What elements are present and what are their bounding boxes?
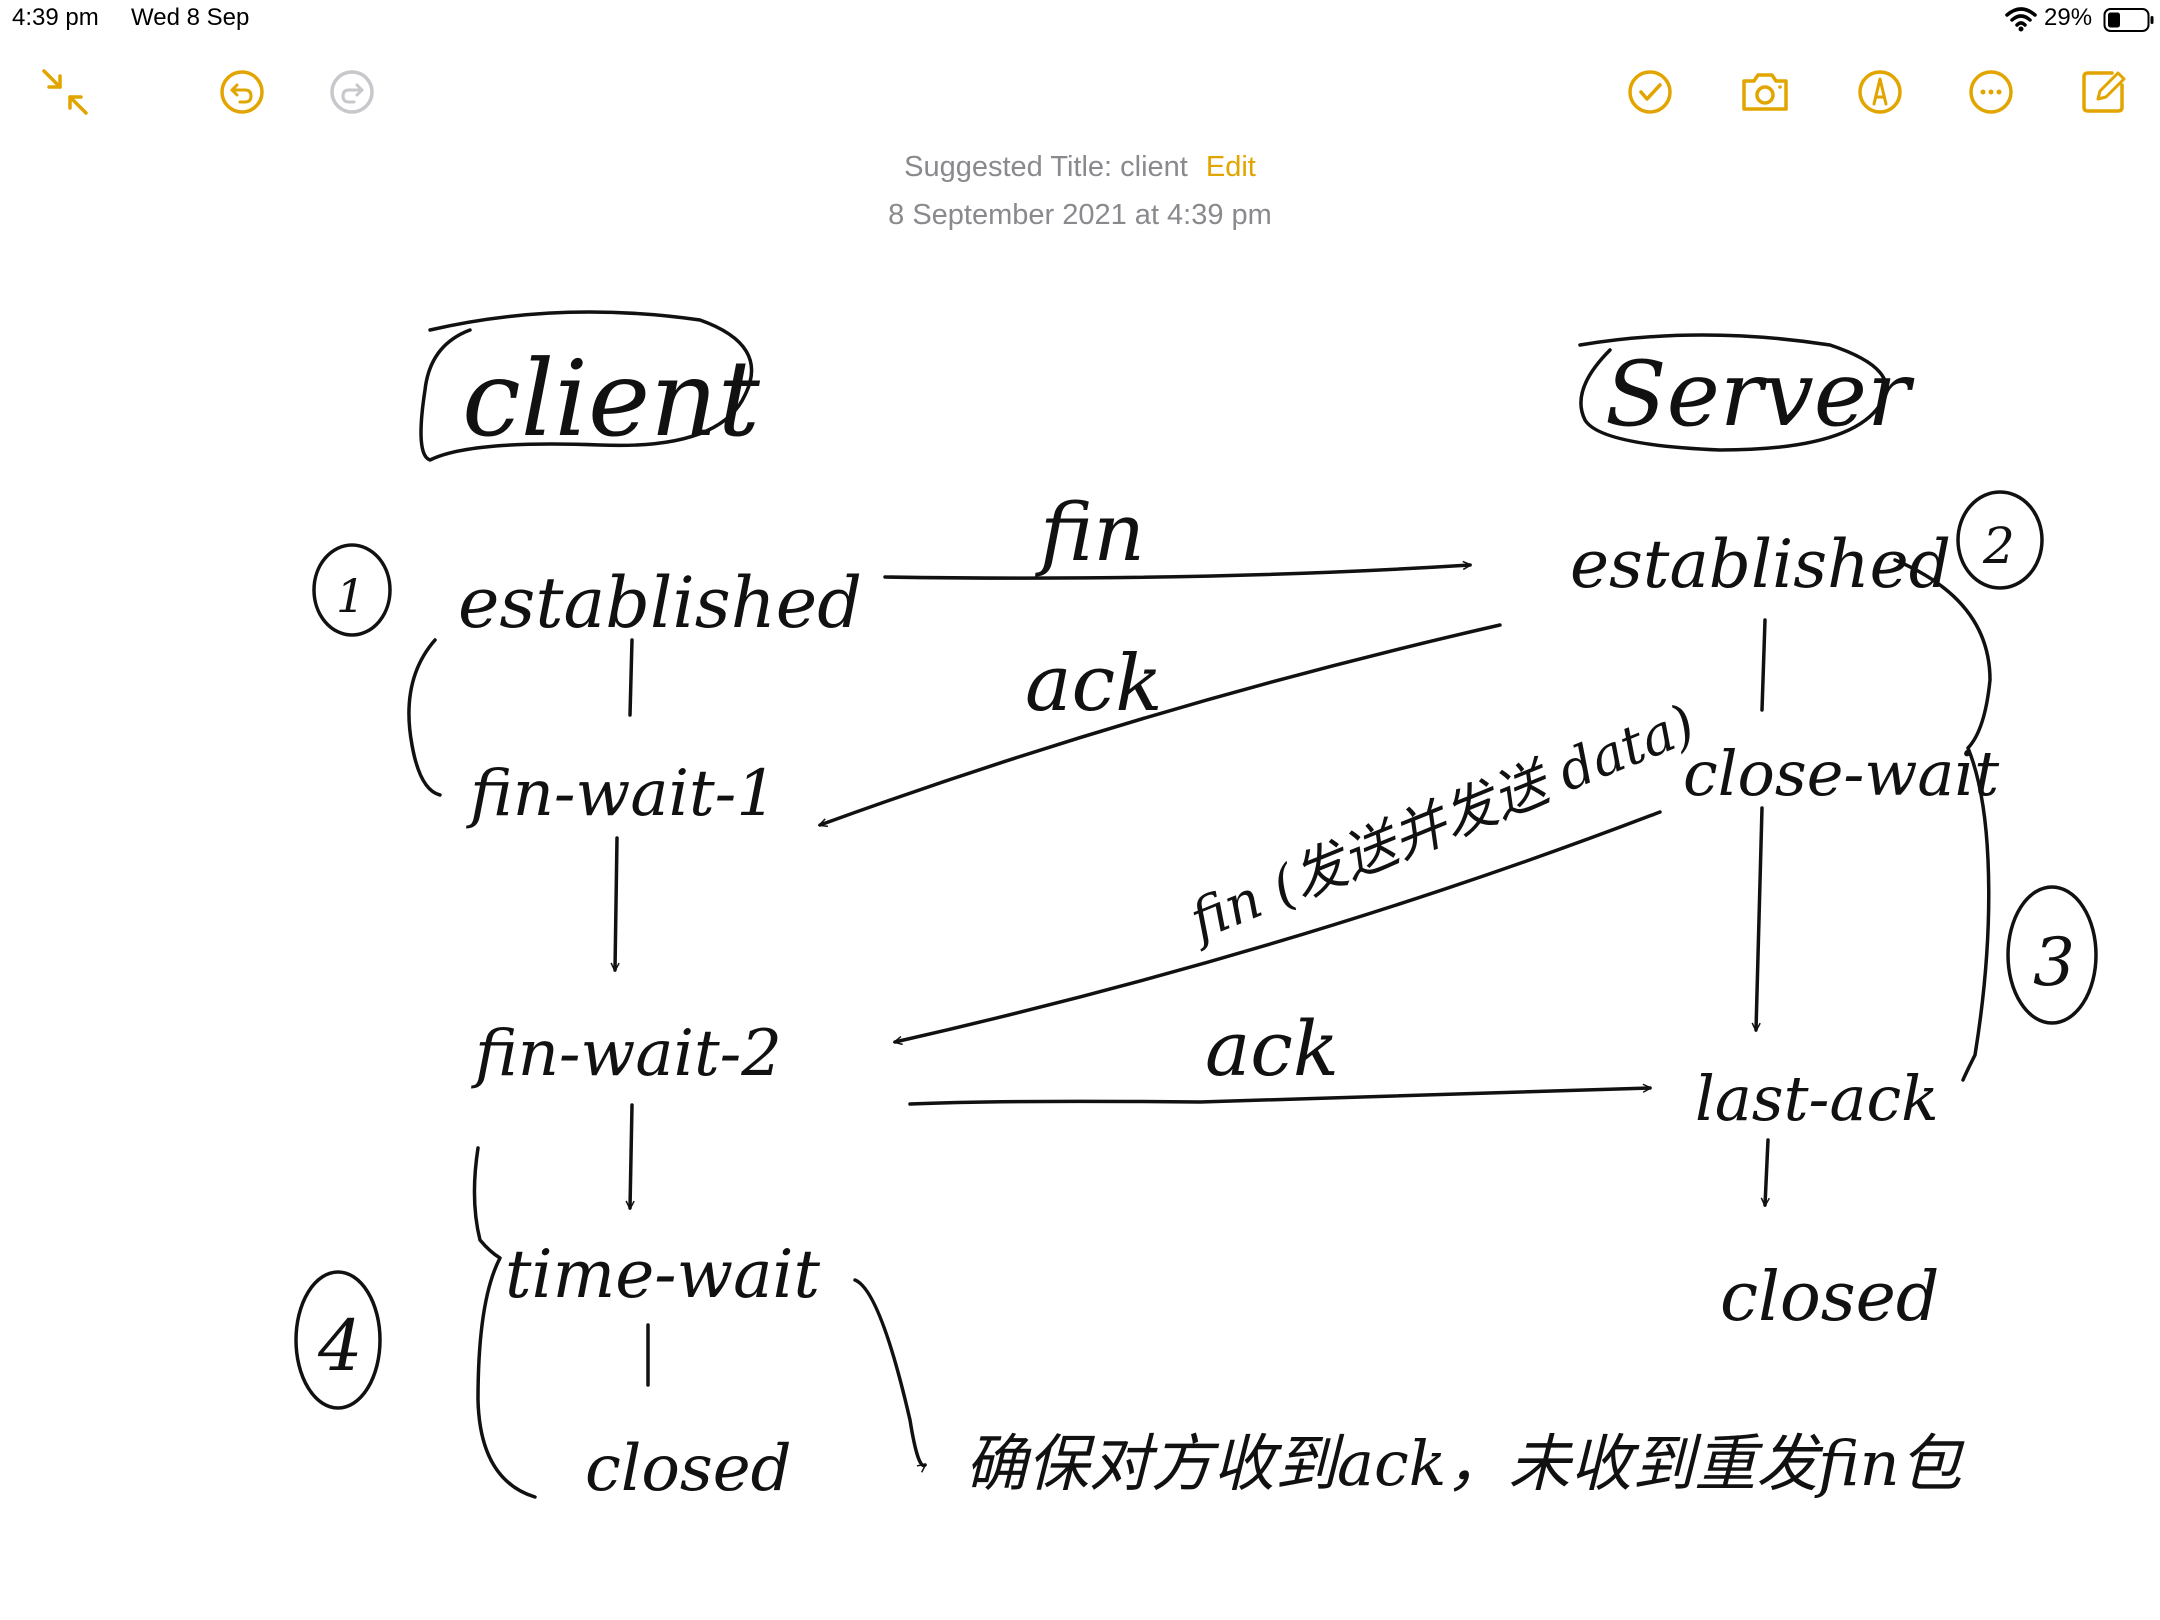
client-fin-wait-2: fin-wait-2 [471,1017,782,1091]
checklist-button[interactable] [1615,57,1685,127]
fin-2-label: fin (发送并发送 data) [1178,692,1704,953]
client-bracket-4 [472,1146,537,1499]
fin-1-arrow [883,565,1470,580]
suggested-title: Suggested Title: client Edit [0,151,2160,184]
step-4-circle [294,1270,382,1410]
client-closed: closed [585,1432,792,1506]
compose-button[interactable] [2068,57,2138,127]
status-time: 4:39 pm [12,4,99,31]
ack-2-label: ack [1205,1004,1339,1093]
server-label: Server [1605,342,1915,447]
step-1-circle [312,543,392,637]
battery-icon [2103,8,2154,32]
server-last-ack: last-ack [1695,1062,1939,1135]
camera-button[interactable] [1730,57,1800,127]
battery-percent: 29% [2044,4,2093,31]
wifi-icon [2005,7,2037,32]
client-line-1 [628,638,634,717]
fin-2-arrow [895,810,1662,1042]
undo-icon [220,70,264,114]
fin-1-label: fin [1035,486,1145,579]
client-arrow-2 [630,1103,632,1208]
ack-1-arrow [820,623,1502,825]
server-circle [1578,333,1888,452]
client-label: client [462,338,761,460]
server-arrow-2 [1765,1138,1768,1205]
markup-button[interactable] [1845,57,1915,127]
client-time-wait: time-wait [505,1236,821,1313]
status-date: Wed 8 Sep [131,4,250,31]
server-line-1 [1760,618,1767,712]
step-3-number: 3 [2033,924,2075,1001]
time-wait-note: 确保对方收到ack，未收到重发fin包 [965,1427,1966,1500]
step-4-number: 4 [317,1305,363,1387]
step-1-number: 1 [336,569,365,623]
note-arrow [853,1278,925,1465]
ack-1-label: ack [1025,639,1162,729]
client-fin-wait-1: fin-wait-1 [466,757,777,831]
client-established: established [458,562,862,644]
server-arrow-1 [1756,806,1764,1030]
server-bracket-2 [1893,558,1992,1082]
compose-icon [2082,71,2126,113]
collapse-button[interactable] [30,57,100,127]
server-established: established [1570,526,1951,603]
redo-button[interactable] [317,57,387,127]
step-3-circle [2006,885,2098,1025]
note-timestamp: 8 September 2021 at 4:39 pm [888,199,1272,231]
status-bar: 4:39 pm Wed 8 Sep 29% [0,0,2160,40]
client-bracket-1 [407,638,442,797]
step-2-number: 2 [1982,517,2015,575]
checklist-icon [1628,70,1672,114]
collapse-icon [42,69,88,115]
ack-2-arrow [908,1088,1650,1106]
more-button[interactable] [1956,57,2026,127]
more-icon [1969,70,2013,114]
server-closed: closed [1720,1258,1939,1337]
markup-pen-icon [1858,70,1902,114]
client-arrow-1 [615,836,617,970]
client-circle [419,310,754,462]
suggested-title-text: Suggested Title: client [904,151,1188,183]
step-2-circle [1956,490,2044,590]
undo-button[interactable] [207,57,277,127]
camera-icon [1742,73,1788,111]
redo-icon [330,70,374,114]
edit-title-button[interactable]: Edit [1205,151,1256,183]
server-close-wait: close-wait [1683,737,1999,810]
